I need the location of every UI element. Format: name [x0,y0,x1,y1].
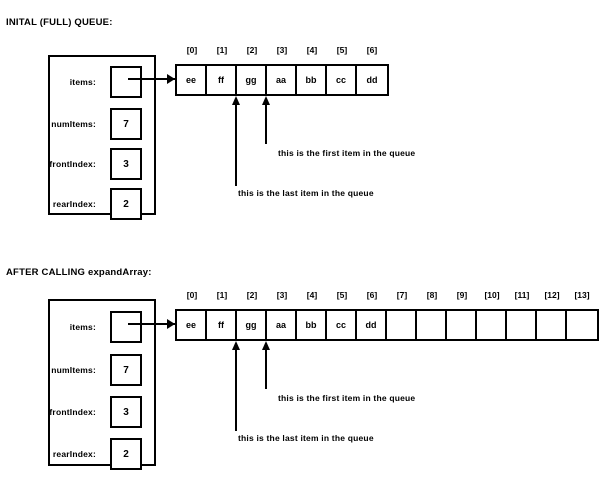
queue-struct-box-after: items: numItems: 7 frontIndex: 3 rearInd… [48,299,156,470]
array-cell: bb [297,311,327,339]
array-cell [507,311,537,339]
array-cell: ff [207,311,237,339]
struct-field-rearindex: rearIndex: 2 [50,437,154,471]
struct-field-value-frontindex: 3 [110,148,142,180]
array-index-label: [5] [336,290,348,300]
array-index-label: [8] [426,290,438,300]
array-cell: ee [177,66,207,94]
array-index-label: [11] [514,290,530,300]
array-cell: ff [207,66,237,94]
array-index-label: [4] [306,290,318,300]
struct-field-items: items: [50,310,154,344]
array-index-label: [9] [456,290,468,300]
array-cell: dd [366,75,378,85]
array-cell: bb [297,66,327,94]
struct-field-value-rearindex: 2 [110,438,142,470]
struct-field-value-numitems: 7 [110,108,142,140]
struct-field-frontindex: frontIndex: 3 [49,147,154,181]
struct-field-frontindex: frontIndex: 3 [49,395,154,429]
struct-field-value-numitems: 7 [110,354,142,386]
section-after-expandarray: AFTER CALLING expandArray: items: numIte… [0,255,600,494]
array-cell [387,311,417,339]
array-index-label: [4] [306,45,318,55]
items-pointer-line-initial [128,78,175,80]
items-pointer-arrowhead-initial [167,74,175,84]
array-cell: cc [327,66,357,94]
struct-field-value-items [110,311,142,343]
array-index-label: [12] [544,290,560,300]
array-cell: gg [237,66,267,94]
array-index-label: [2] [246,45,258,55]
array-cell [447,311,477,339]
array-cell [477,311,507,339]
array-index-label: [1] [216,290,228,300]
array-index-label: [3] [276,290,288,300]
section-title-after-suffix: : [148,267,152,278]
array-index-label: [1] [216,45,228,55]
struct-field-label-rearindex: rearIndex: [52,449,96,459]
items-pointer-arrowhead-after [167,319,175,329]
array-cell [537,311,567,339]
section-initial-queue: INITAL (FULL) QUEUE: items: numItems: 7 … [6,17,416,220]
struct-field-items: items: [50,65,154,99]
array-index-label: [10] [484,290,500,300]
array-index-label: [5] [336,45,348,55]
array-index-label: [6] [366,290,378,300]
struct-field-numitems: numItems: 7 [50,107,154,141]
struct-field-label-rearindex: rearIndex: [52,199,96,209]
struct-field-numitems: numItems: 7 [50,353,154,387]
array-cell [567,311,597,339]
array-index-label: [3] [276,45,288,55]
section-title-initial: INITAL (FULL) QUEUE: [6,17,113,28]
struct-field-value-items [110,66,142,98]
section-title-after: AFTER CALLING expandArray: [6,267,152,278]
struct-field-label-frontindex: frontIndex: [49,159,96,169]
struct-field-rearindex: rearIndex: 2 [50,187,154,221]
section-title-after-prefix: AFTER CALLING [6,267,88,278]
items-pointer-line-after [128,323,175,325]
array-index-label: [2] [246,290,258,300]
struct-field-label-frontindex: frontIndex: [49,407,96,417]
struct-field-label-numitems: numItems: [51,365,96,375]
struct-field-value-rearindex: 2 [110,188,142,220]
annotation-last-item-initial: this is the last item in the queue [238,188,374,198]
section-title-after-method: expandArray [87,267,149,278]
array-index-label: [0] [186,45,198,55]
array-cell: aa [267,66,297,94]
array-cell: dd [357,311,387,339]
array-cell [417,311,447,339]
array-index-label: [0] [186,290,198,300]
array-index-label: [13] [574,290,590,300]
annotation-last-item-after: this is the last item in the queue [238,433,374,443]
annotation-first-item-initial: this is the first item in the queue [278,148,416,158]
struct-field-value-frontindex: 3 [110,396,142,428]
array-cell: cc [327,311,357,339]
array-index-label: [7] [396,290,408,300]
array-cell: ee [177,311,207,339]
struct-field-label-items: items: [69,322,96,332]
queue-struct-box-initial: items: numItems: 7 frontIndex: 3 rearInd… [48,55,156,220]
struct-field-label-numitems: numItems: [51,119,96,129]
array-index-label: [6] [366,45,378,55]
array-cell: gg [237,311,267,339]
array-cell: aa [267,311,297,339]
annotation-first-item-after: this is the first item in the queue [278,393,416,403]
struct-field-label-items: items: [69,77,96,87]
